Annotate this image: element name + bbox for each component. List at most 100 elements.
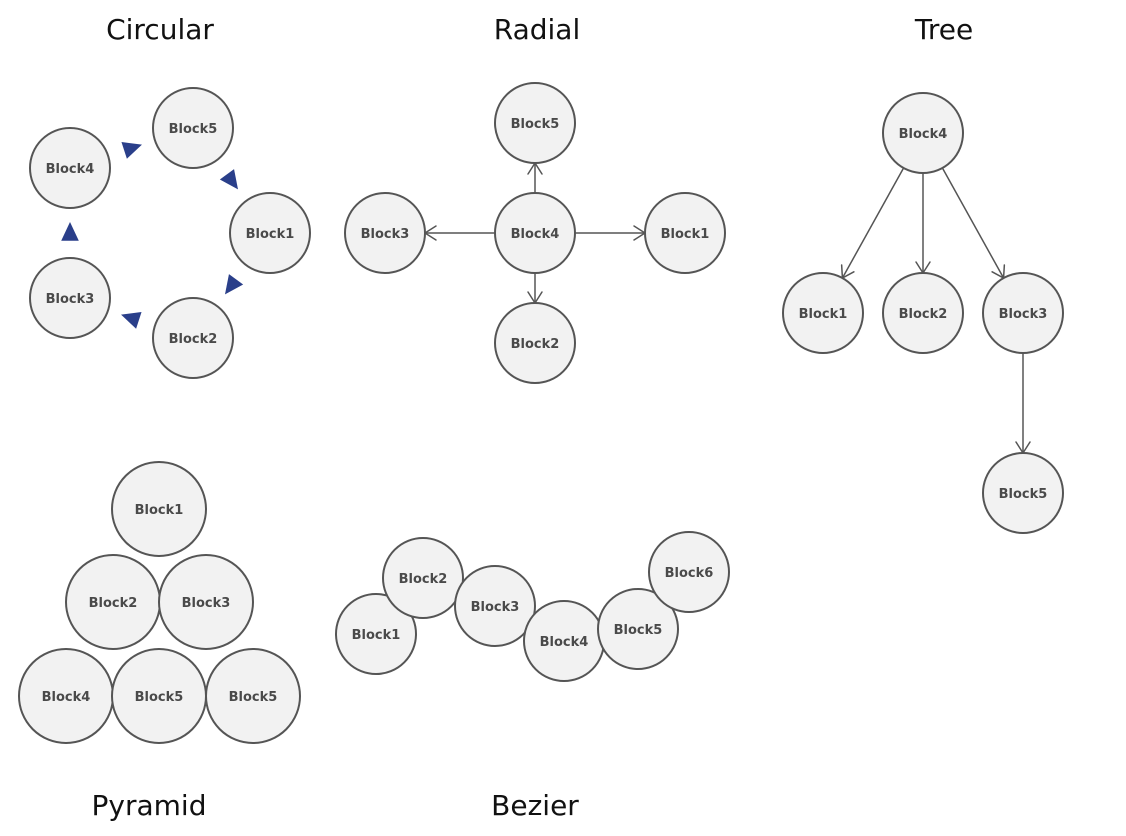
tree-node[interactable]: Block1 [782,272,864,354]
tree-edge-line [941,167,1005,279]
pyramid-node-label: Block5 [229,690,278,705]
tree-node-circle [882,272,964,354]
tree-node-circle [982,272,1064,354]
tree-node[interactable]: Block3 [982,272,1064,354]
tree-node-circle [782,272,864,354]
pyramid-node[interactable]: Block5 [111,648,207,744]
pyramid-node-label: Block4 [42,690,91,705]
bezier-title: Bezier [491,789,579,822]
pyramid-title: Pyramid [92,789,207,822]
circular-node-circle [229,192,311,274]
tree-edge [915,173,931,275]
triangle-arrow-icon [224,274,244,295]
radial-node[interactable]: Block4 [494,192,576,274]
circular-node-label: Block3 [46,292,95,307]
radial-node-label: Block3 [361,227,410,242]
radial-edge [527,161,543,193]
radial-node-label: Block1 [661,227,710,242]
radial-edge [527,273,543,305]
bezier-node[interactable]: Block2 [382,537,464,619]
tree-node[interactable]: Block4 [882,92,964,174]
pyramid-node-label: Block3 [182,596,231,611]
bezier-node[interactable]: Block4 [523,600,605,682]
bezier-node-circle [382,537,464,619]
pyramid-node[interactable]: Block4 [18,648,114,744]
radial-node-label: Block5 [511,117,560,132]
tree-node-label: Block4 [899,127,948,142]
radial-edge [575,225,647,241]
radial-edge [423,225,495,241]
pyramid-node[interactable]: Block5 [205,648,301,744]
pyramid-node-label: Block1 [135,503,184,518]
bezier-node-label: Block2 [399,572,448,587]
bezier-node[interactable]: Block3 [454,565,536,647]
radial-node-label: Block4 [511,227,560,242]
bezier-node-label: Block3 [471,600,520,615]
tree-node-label: Block5 [999,487,1048,502]
pyramid-node-circle [111,461,207,557]
circular-title: Circular [106,13,214,46]
circular-node[interactable]: Block1 [229,192,311,274]
bezier-node-circle [597,588,679,670]
circular-node-label: Block5 [169,122,218,137]
radial-node[interactable]: Block5 [494,82,576,164]
bezier-node-label: Block5 [614,623,663,638]
circular-node-label: Block1 [246,227,295,242]
radial-node-circle [644,192,726,274]
circular-node[interactable]: Block5 [152,87,234,169]
bezier-node-label: Block4 [540,635,589,650]
radial-node-circle [494,82,576,164]
circular-node-label: Block2 [169,332,218,347]
radial-node-circle [494,192,576,274]
pyramid-node[interactable]: Block3 [158,554,254,650]
radial-node-circle [344,192,426,274]
bezier-node[interactable]: Block1 [335,593,417,675]
tree-edge [1015,353,1031,455]
circular-node[interactable]: Block3 [29,257,111,339]
circular-node-circle [29,257,111,339]
pyramid-node[interactable]: Block1 [111,461,207,557]
pyramid-node[interactable]: Block2 [65,554,161,650]
circular-node-label: Block4 [46,162,95,177]
radial-node[interactable]: Block3 [344,192,426,274]
pyramid-node-label: Block5 [135,690,184,705]
circular-node-circle [29,127,111,209]
radial-node-circle [494,302,576,384]
tree-edge [941,167,1006,280]
pyramid-node-label: Block2 [89,596,138,611]
circular-node-circle [152,87,234,169]
triangle-arrow-icon [121,312,142,329]
bezier-node[interactable]: Block5 [597,588,679,670]
tree-edge [840,167,905,280]
bezier-node-circle [648,531,730,613]
edges-layer [61,142,1031,455]
tree-edge-line [841,167,905,279]
tree-node[interactable]: Block2 [882,272,964,354]
circular-node[interactable]: Block4 [29,127,111,209]
pyramid-node-circle [158,554,254,650]
pyramid-node-circle [205,648,301,744]
radial-title: Radial [494,13,581,46]
triangle-arrow-icon [61,222,79,241]
tree-title: Tree [914,13,973,46]
tree-node-label: Block2 [899,307,948,322]
tree-node-label: Block3 [999,307,1048,322]
tree-node-label: Block1 [799,307,848,322]
tree-node[interactable]: Block5 [982,452,1064,534]
triangle-arrow-icon [219,169,239,190]
circular-node-circle [152,297,234,379]
tree-node-circle [882,92,964,174]
circular-node[interactable]: Block2 [152,297,234,379]
bezier-node-label: Block1 [352,628,401,643]
bezier-node-label: Block6 [665,566,714,581]
radial-node[interactable]: Block1 [644,192,726,274]
bezier-node-circle [454,565,536,647]
bezier-node-circle [335,593,417,675]
radial-node-label: Block2 [511,337,560,352]
nodes-layer: Block1Block2Block3Block4Block5Block4Bloc… [18,82,1064,744]
tree-node-circle [982,452,1064,534]
bezier-node[interactable]: Block6 [648,531,730,613]
radial-node[interactable]: Block2 [494,302,576,384]
triangle-arrow-icon [121,142,142,159]
